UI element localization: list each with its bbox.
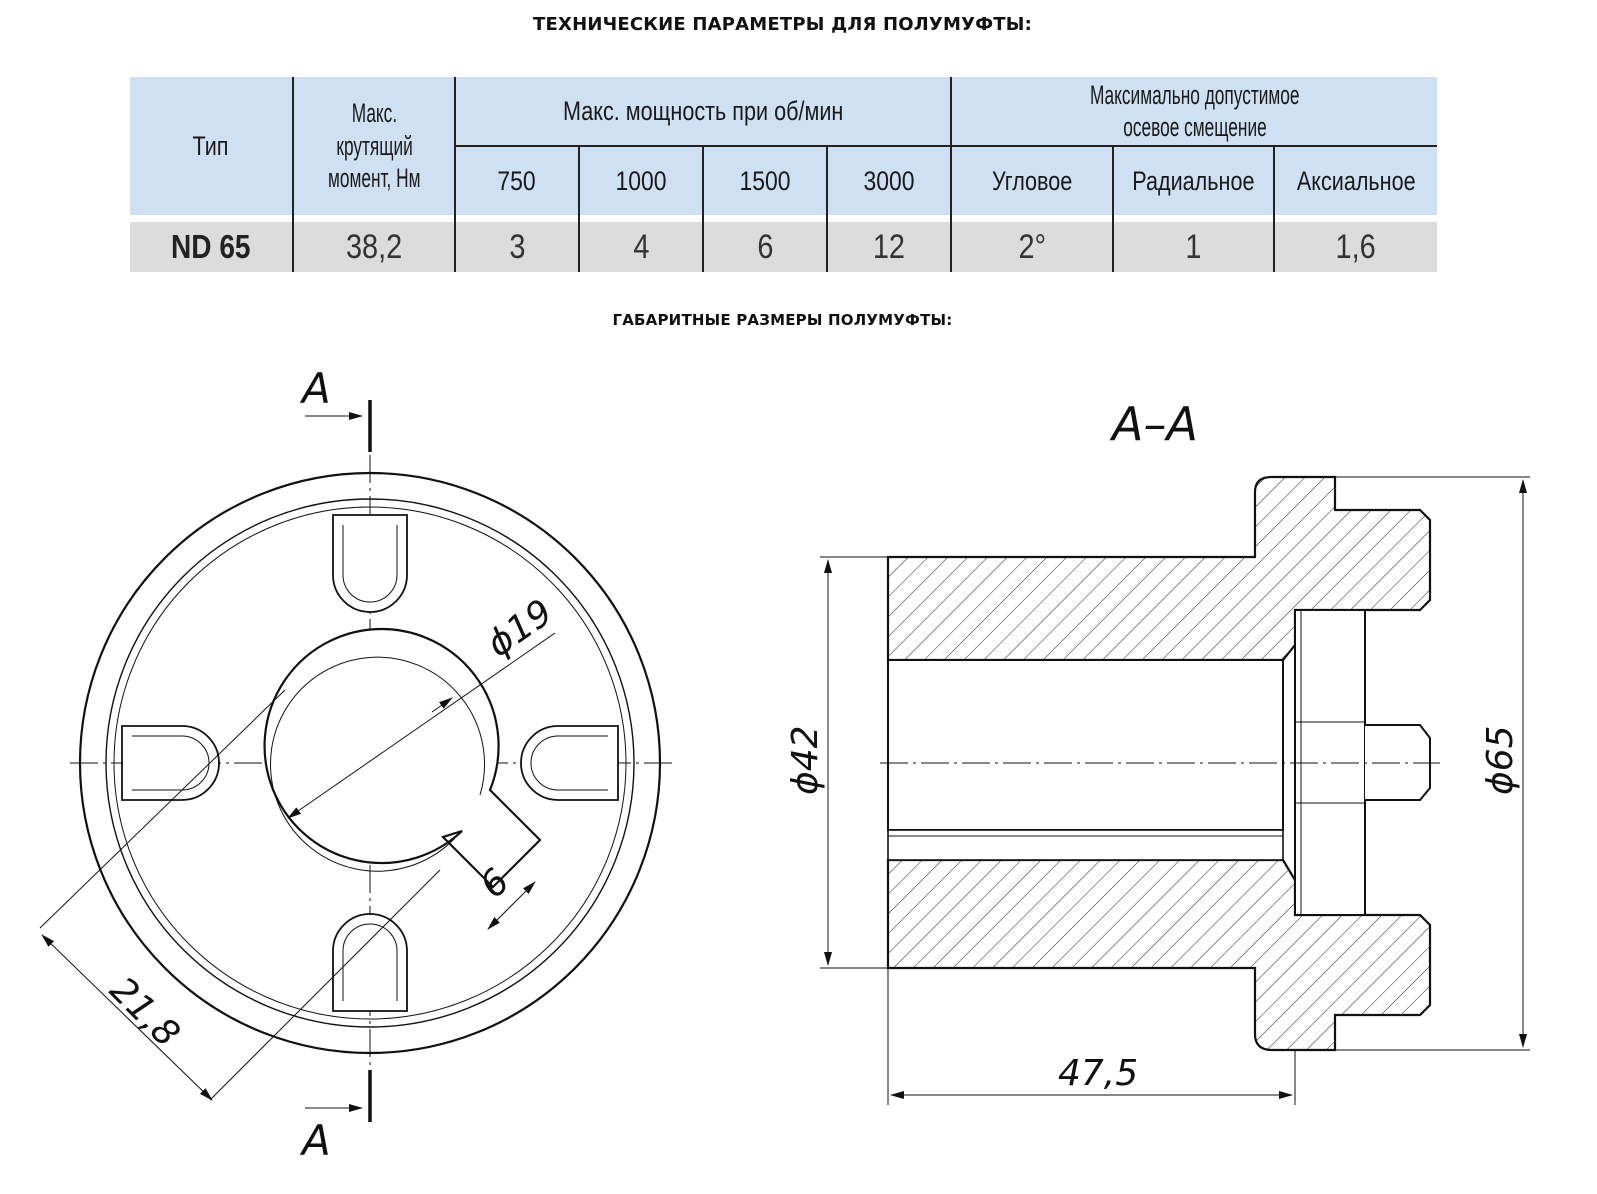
dim-bore: ϕ19 — [480, 592, 560, 665]
cell-type: ND 65 — [130, 222, 294, 272]
section-mark-top: A — [299, 364, 331, 413]
cell-axial: 1,6 — [1274, 222, 1437, 272]
front-view — [39, 400, 672, 1122]
cell-radial: 1 — [1113, 222, 1275, 272]
section-view — [820, 475, 1530, 1105]
header-rpm-750: 750 — [455, 146, 580, 215]
tech-params-heading: ТЕХНИЧЕСКИЕ ПАРАМЕТРЫ ДЛЯ ПОЛУМУФТЫ: — [533, 14, 1032, 35]
cell-power-1000: 4 — [579, 222, 704, 272]
cell-power-3000: 12 — [827, 222, 952, 272]
header-rpm-1000: 1000 — [579, 146, 704, 215]
cell-torque: 38,2 — [293, 222, 456, 272]
cell-power-750: 3 — [455, 222, 580, 272]
header-axial: Аксиальное — [1274, 146, 1437, 215]
dim-outer: ϕ65 — [1480, 725, 1521, 795]
dim-length: 47,5 — [1058, 1053, 1138, 1094]
cell-angular: 2° — [951, 222, 1114, 272]
dimensions-heading: ГАБАРИТНЫЕ РАЗМЕРЫ ПОЛУМУФТЫ: — [612, 311, 953, 329]
header-type: Тип — [130, 77, 294, 215]
section-mark-bottom: A — [299, 1116, 331, 1165]
header-radial: Радиальное — [1113, 146, 1275, 215]
table-row: ND 65 38,2 3 4 6 12 2° 1 1,6 — [130, 222, 1437, 272]
header-angular: Угловое — [951, 146, 1114, 215]
header-rpm-1500: 1500 — [703, 146, 828, 215]
dim-hub: ϕ42 — [785, 725, 826, 795]
cell-power-1500: 6 — [703, 222, 828, 272]
header-power: Макс. мощность при об/мин — [455, 77, 952, 147]
header-rpm-3000: 3000 — [827, 146, 952, 215]
section-title: A–A — [1109, 397, 1198, 451]
dim-key-depth: 21,8 — [102, 969, 188, 1055]
